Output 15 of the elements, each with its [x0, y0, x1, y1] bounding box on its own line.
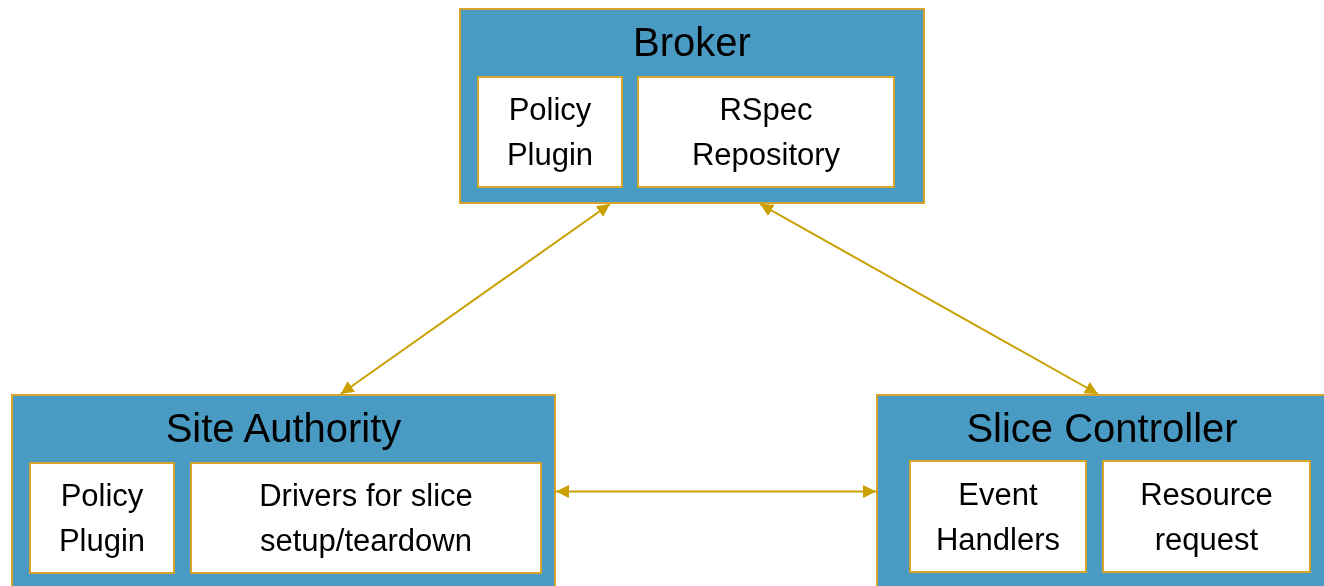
component-title: Broker: [633, 20, 751, 64]
module-box: RSpec Repository: [637, 76, 895, 188]
component-title: Slice Controller: [966, 406, 1238, 450]
module-box: Drivers for slice setup/teardown: [190, 462, 542, 574]
component-box: [459, 8, 925, 204]
module-box: Policy Plugin: [29, 462, 175, 574]
connector-arrow: [339, 203, 611, 395]
module-box: Event Handlers: [909, 460, 1087, 573]
component-title: Site Authority: [165, 406, 402, 450]
component-box: [876, 394, 1324, 586]
component-box: [11, 394, 556, 586]
connector-arrow: [759, 203, 1099, 395]
module-box: Resource request: [1102, 460, 1311, 573]
connector-arrow: [555, 484, 877, 499]
module-box: Policy Plugin: [477, 76, 623, 188]
